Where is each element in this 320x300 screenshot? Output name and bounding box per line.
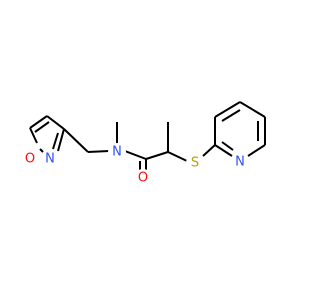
bond-c5-c4-double xyxy=(34,121,50,133)
bond-c3-ch2 xyxy=(63,128,89,153)
atom-s-thio-label: S xyxy=(191,156,199,171)
bond-s-c2 xyxy=(202,144,216,157)
atom-n-amide-label: N xyxy=(112,145,122,160)
bond-n-c2-double xyxy=(221,141,234,151)
atom-o-carbonyl-label: O xyxy=(138,171,148,186)
bond-o-c5 xyxy=(29,127,38,144)
atom-n-ring-label: N xyxy=(45,152,55,167)
amide-chain xyxy=(63,122,188,170)
bond-c6-n xyxy=(247,144,266,157)
bond-c3-n xyxy=(57,128,65,152)
bond-alpha-s xyxy=(167,151,188,162)
atom-o-ring-label: O xyxy=(25,152,35,167)
bond-c4-c5 xyxy=(239,101,266,118)
bond-c5-c4 xyxy=(29,115,48,129)
bond-c3-c4 xyxy=(214,101,241,118)
atom-o-ring: O xyxy=(21,150,39,168)
atom-n-pyridine-label: N xyxy=(235,155,245,170)
atom-n-amide: N xyxy=(108,143,126,161)
bond-c4-c3 xyxy=(46,115,65,130)
bond-n-o xyxy=(39,148,44,153)
molecule-structure: O N N O S N xyxy=(21,101,266,187)
bond-c3-n-double xyxy=(52,132,59,150)
bond-n-c2 xyxy=(214,144,233,157)
bond-n-carbonyl-c xyxy=(124,150,147,160)
atom-o-carbonyl: O xyxy=(134,169,152,187)
atom-labels: O N N O S N xyxy=(21,143,249,187)
bond-c3-c4-double xyxy=(221,109,241,122)
atom-n-pyridine: N xyxy=(231,153,249,171)
bond-ch2-n xyxy=(87,150,110,153)
atom-n-ring: N xyxy=(41,150,59,168)
atom-s-thio: S xyxy=(186,154,204,172)
pyridine-ring xyxy=(202,101,266,157)
isoxazole-ring xyxy=(29,115,65,153)
bond-c-alpha xyxy=(145,151,169,160)
